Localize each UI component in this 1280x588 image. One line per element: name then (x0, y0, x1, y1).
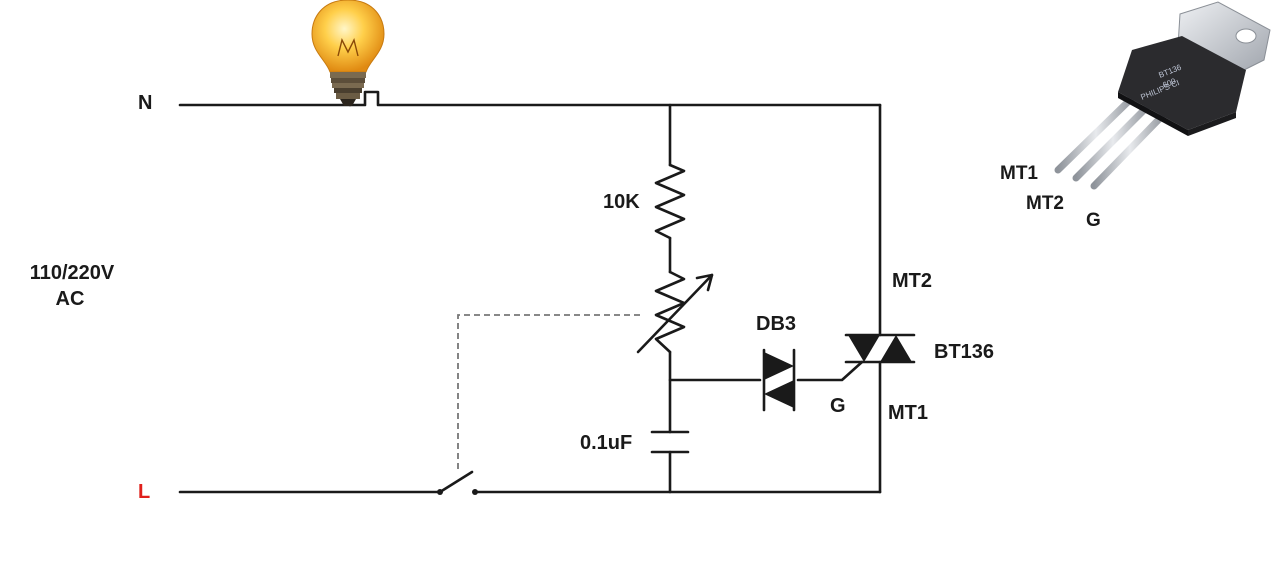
capacitor-label: 0.1uF (580, 432, 632, 454)
supply-voltage-label: 110/220V (30, 262, 115, 284)
resistor-label: 10K (603, 191, 640, 213)
diac-db3 (762, 348, 796, 412)
diac-label: DB3 (756, 313, 796, 335)
variable-resistor (636, 270, 714, 354)
package-pin-g: G (1086, 210, 1101, 231)
capacitor (650, 430, 690, 454)
triac-gate-label: G (830, 395, 846, 417)
line-label: L (138, 481, 150, 503)
package-pin-mt1: MT1 (1000, 163, 1038, 184)
neutral-wire-right (348, 90, 882, 107)
supply-type-label: AC (56, 288, 85, 310)
triac-mt1-label: MT1 (888, 402, 928, 424)
triac-bt136 (844, 333, 916, 364)
triac-mt2-label: MT2 (892, 270, 932, 292)
switch-link-dashed (457, 314, 640, 472)
to220-package-icon: BT136 600 PHILIPS CI (1054, 1, 1271, 190)
variable-arrow (636, 273, 714, 354)
triac-label: BT136 (934, 341, 994, 363)
light-bulb-icon (311, 0, 385, 106)
diac-to-gate-wire (796, 360, 864, 382)
package-pin-mt2: MT2 (1026, 193, 1064, 214)
neutral-label: N (138, 92, 152, 114)
switch-icon[interactable] (437, 470, 478, 495)
resistor-10k (654, 163, 686, 240)
wiring (178, 90, 882, 494)
